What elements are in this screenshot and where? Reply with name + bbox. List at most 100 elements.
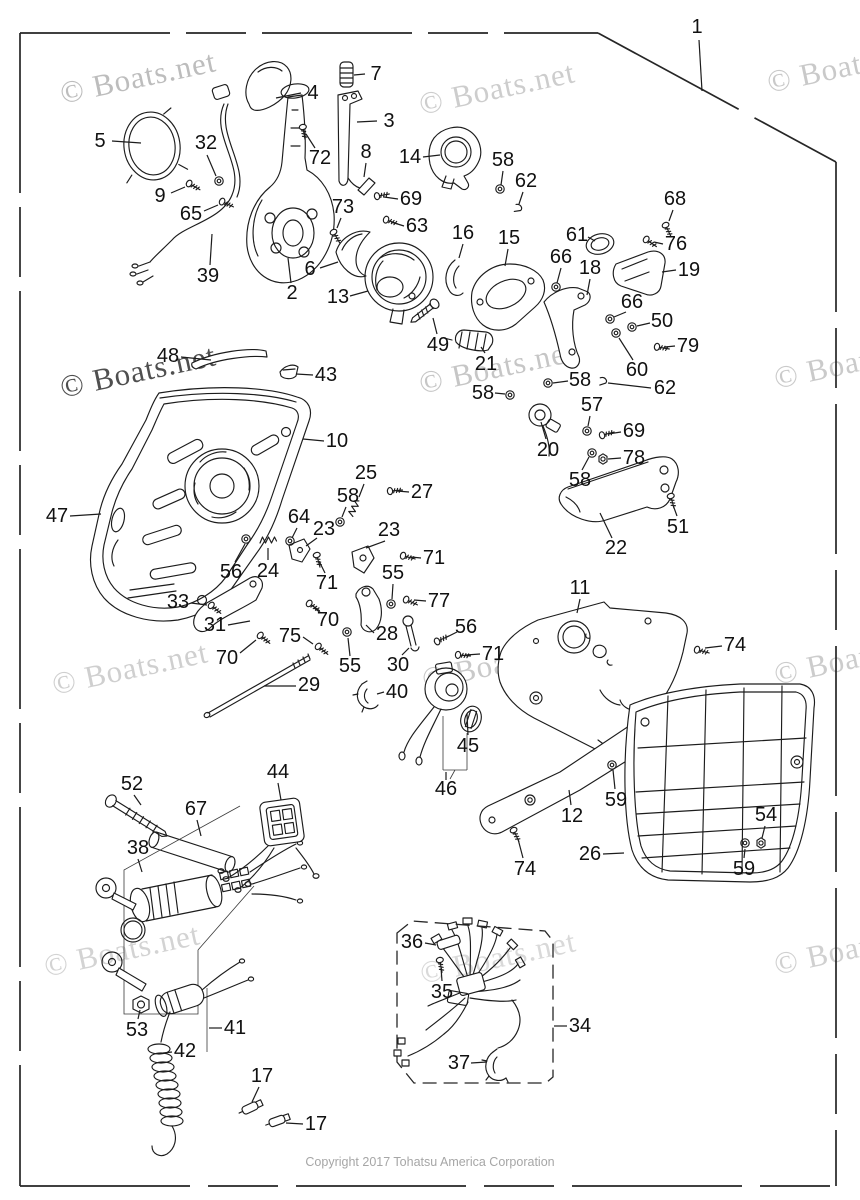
callout-leader-43 — [295, 373, 314, 376]
part-handle-grip-4 — [245, 61, 292, 111]
callout-leader-73 — [336, 217, 342, 229]
harness-group-box — [396, 920, 554, 1084]
callout-leader-26 — [602, 852, 625, 855]
callout-label-36: 36 — [401, 931, 423, 953]
callout-leader-2 — [287, 257, 292, 284]
callout-label-63: 63 — [406, 215, 428, 237]
screw-glyph — [598, 430, 615, 440]
callout-label-22: 22 — [605, 537, 627, 559]
callout-leader-61 — [587, 236, 596, 242]
part-bolt-49 — [410, 298, 440, 323]
screw-glyph — [509, 826, 521, 842]
washer-glyph — [342, 627, 352, 637]
callout-label-42: 42 — [174, 1040, 196, 1062]
part-arm-3 — [337, 90, 363, 189]
clip-glyph — [513, 203, 523, 213]
callout-label-76: 76 — [665, 233, 687, 255]
washer-glyph — [386, 599, 396, 609]
callout-label-37: 37 — [448, 1052, 470, 1074]
screw-glyph — [642, 235, 657, 248]
callout-label-62: 62 — [654, 377, 676, 399]
callout-label-19: 19 — [678, 259, 700, 281]
callout-label-69: 69 — [400, 188, 422, 210]
watermark-text: © Boats.net — [416, 54, 578, 121]
callout-leader-49 — [432, 317, 438, 335]
callout-label-43: 43 — [315, 364, 337, 386]
callout-leader-7 — [353, 73, 366, 76]
part-seal-strip-48 — [191, 349, 268, 370]
screw-glyph — [399, 551, 416, 561]
callout-label-27: 27 — [411, 481, 433, 503]
callout-leader-76 — [653, 241, 664, 245]
callout-label-4: 4 — [307, 82, 318, 104]
callout-label-40: 40 — [386, 681, 408, 703]
washer-glyph — [605, 314, 615, 324]
callout-leader-57 — [587, 415, 591, 427]
callout-leader-64 — [291, 527, 298, 539]
callout-label-53: 53 — [126, 1019, 148, 1041]
callout-leader-72 — [305, 133, 316, 149]
callout-label-64: 64 — [288, 506, 310, 528]
callout-label-30: 30 — [387, 654, 409, 676]
part-bushing-8 — [357, 177, 376, 196]
callout-leader-55 — [347, 637, 351, 657]
screw-glyph — [329, 228, 342, 244]
part-bolt-52 — [104, 794, 168, 838]
callout-leader-45 — [466, 713, 469, 736]
callout-label-66: 66 — [621, 291, 643, 313]
callout-label-58: 58 — [472, 382, 494, 404]
callout-leader-58 — [494, 392, 506, 395]
callout-leader-40 — [376, 691, 385, 695]
callout-label-56: 56 — [220, 561, 242, 583]
callout-leader-70 — [313, 607, 322, 614]
callout-leader-21 — [480, 346, 486, 354]
part-lever-18 — [543, 287, 591, 369]
callout-label-78: 78 — [623, 447, 645, 469]
callout-label-75: 75 — [279, 625, 301, 647]
callout-leader-75 — [302, 636, 314, 645]
callout-leader-3 — [356, 120, 378, 123]
callout-leader-48 — [180, 356, 212, 361]
washer-glyph — [582, 426, 592, 436]
callout-label-3: 3 — [383, 110, 394, 132]
callout-leader-22 — [599, 512, 613, 539]
callout-label-52: 52 — [121, 773, 143, 795]
callout-leader-9 — [170, 186, 186, 194]
callout-label-23: 23 — [378, 519, 400, 541]
part-clip-43 — [279, 364, 299, 380]
callout-label-49: 49 — [427, 334, 449, 356]
part-clip-16 — [445, 259, 464, 296]
callout-leader-58 — [500, 170, 504, 186]
callout-leader-37 — [470, 1061, 488, 1064]
screw-glyph — [218, 197, 234, 208]
callout-label-9: 9 — [154, 185, 165, 207]
callout-label-58: 58 — [569, 469, 591, 491]
callout-leader-14 — [422, 154, 441, 158]
part-pin-30 — [402, 615, 420, 652]
part-bracket-14 — [428, 126, 482, 191]
callout-label-10: 10 — [326, 430, 348, 452]
washer-glyph — [505, 390, 515, 400]
callout-leader-39 — [209, 233, 213, 266]
part-throttle-disc-13 — [364, 242, 434, 325]
callout-label-47: 47 — [46, 505, 68, 527]
callout-leader-1 — [698, 39, 703, 92]
callout-label-56: 56 — [455, 616, 477, 638]
callout-label-8: 8 — [360, 141, 371, 163]
callout-leader-66 — [613, 311, 627, 318]
screw-glyph — [305, 599, 320, 612]
callout-label-39: 39 — [197, 265, 219, 287]
callout-label-29: 29 — [298, 674, 320, 696]
callout-label-60: 60 — [626, 359, 648, 381]
callout-label-16: 16 — [452, 222, 474, 244]
callout-leader-77 — [413, 599, 427, 602]
washer-glyph — [285, 536, 295, 546]
screw-glyph — [402, 595, 418, 606]
callout-label-17: 17 — [305, 1113, 327, 1135]
callout-label-33: 33 — [167, 591, 189, 613]
callout-label-59: 59 — [733, 858, 755, 880]
screw-glyph — [256, 631, 271, 644]
callout-label-57: 57 — [581, 394, 603, 416]
part-tube-67 — [148, 831, 236, 873]
